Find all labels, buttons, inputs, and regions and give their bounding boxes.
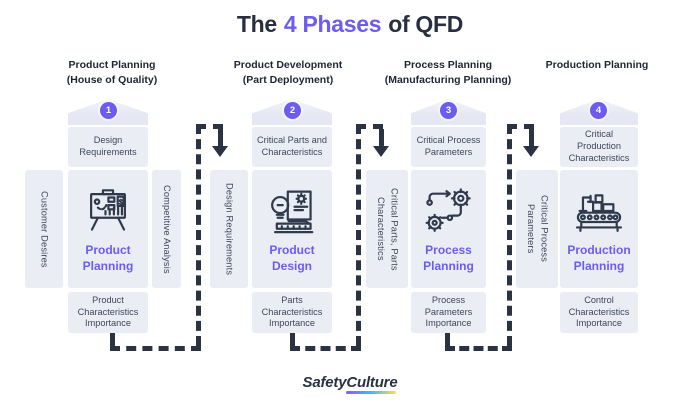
title-prefix: The	[236, 11, 277, 37]
phase-2-left-box: Design Requirements	[210, 170, 248, 288]
phase-2-header: Product Development (Part Deployment)	[200, 58, 376, 88]
phase-2-center-box: Product Design	[252, 170, 332, 288]
phase-2-bottom-box: Parts Characteristics Importance	[252, 292, 332, 333]
phase-1-right-box: Competitive Analysis	[152, 170, 181, 288]
connector-2-stub	[290, 333, 295, 346]
phase-1-center-label: Product Planning	[82, 242, 134, 273]
brand-first-word: Safety	[302, 374, 347, 391]
connector-3-riser	[507, 124, 512, 346]
phase-1-center-box: $ Product Planning	[68, 170, 148, 288]
phase-3-header-line2: (Manufacturing Planning)	[384, 74, 512, 87]
connector-2-riser	[356, 124, 361, 346]
phase-2-header-line1: Product Development	[233, 59, 343, 71]
phase-1-header: Product Planning (House of Quality)	[24, 58, 200, 88]
phase-4-center-box: Production Planning	[560, 170, 638, 288]
connector-2-bottom	[290, 346, 361, 351]
connector-3-stub	[445, 333, 450, 346]
phase-2-header-line2: (Part Deployment)	[242, 74, 334, 87]
phase-2-top-box: Critical Parts and Characteristics	[252, 127, 332, 167]
phase-1-header-line2: (House of Quality)	[66, 74, 158, 87]
connector-3-top	[507, 124, 534, 129]
page-title: The 4 Phases of QFD	[0, 11, 700, 38]
conveyor-production-icon	[572, 184, 626, 238]
svg-text:$: $	[119, 197, 124, 206]
connector-1-stub	[110, 333, 115, 346]
connector-3-drop	[529, 129, 534, 146]
phase-3-header: Process Planning (Manufacturing Planning…	[360, 58, 536, 88]
phase-3-badge: 3	[440, 102, 457, 119]
connector-1-bottom	[110, 346, 201, 351]
brand-second-word: Culture	[346, 374, 398, 394]
phase-4-left-box: Critical Process Parameters	[516, 170, 558, 288]
phase-3-left-box: Critical Parts, Parts Characteristics	[366, 170, 408, 288]
title-suffix: of QFD	[388, 11, 464, 37]
phase-4-bottom-box: Control Characteristics Importance	[560, 292, 638, 333]
presentation-chart-icon: $	[81, 184, 135, 238]
connector-2-top	[356, 124, 383, 129]
phase-4-header: Production Planning	[509, 58, 685, 73]
phase-2-badge: 2	[284, 102, 301, 119]
title-highlight: 4 Phases	[283, 11, 382, 37]
phase-4-top-box: Critical Production Characteristics	[560, 127, 638, 167]
phase-3-top-box: Critical Process Parameters	[411, 127, 486, 167]
connector-2-drop	[379, 129, 384, 146]
phase-3-center-box: Process Planning	[411, 170, 486, 288]
gears-process-icon	[422, 184, 476, 238]
brand-underline	[346, 391, 397, 394]
connector-3-arrow-down-icon	[523, 146, 539, 157]
connector-1-riser	[196, 124, 201, 346]
phase-1-header-line1: Product Planning	[68, 59, 156, 71]
connector-1-arrow-down-icon	[212, 146, 228, 157]
phase-1-badge: 1	[100, 102, 117, 119]
phase-4-center-label: Production Planning	[567, 242, 631, 273]
phase-1-bottom-box: Product Characteristics Importance	[68, 292, 148, 333]
phase-4-badge: 4	[590, 102, 607, 119]
phase-3-header-line1: Process Planning	[403, 59, 493, 71]
connector-1-drop	[218, 129, 223, 146]
connector-1-top	[196, 124, 223, 129]
connector-2-arrow-down-icon	[373, 146, 389, 157]
connector-3-bottom	[445, 346, 512, 351]
phase-2-center-label: Product Design	[269, 242, 315, 273]
lightbulb-blueprint-icon	[265, 184, 319, 238]
phase-3-center-label: Process Planning	[423, 242, 474, 273]
phase-1-left-box: Customer Desires	[25, 170, 63, 288]
phase-3-bottom-box: Process Parameters Importance	[411, 292, 486, 333]
phase-1-top-box: Design Requirements	[68, 127, 148, 167]
phase-4-header-line1: Production Planning	[545, 59, 649, 71]
